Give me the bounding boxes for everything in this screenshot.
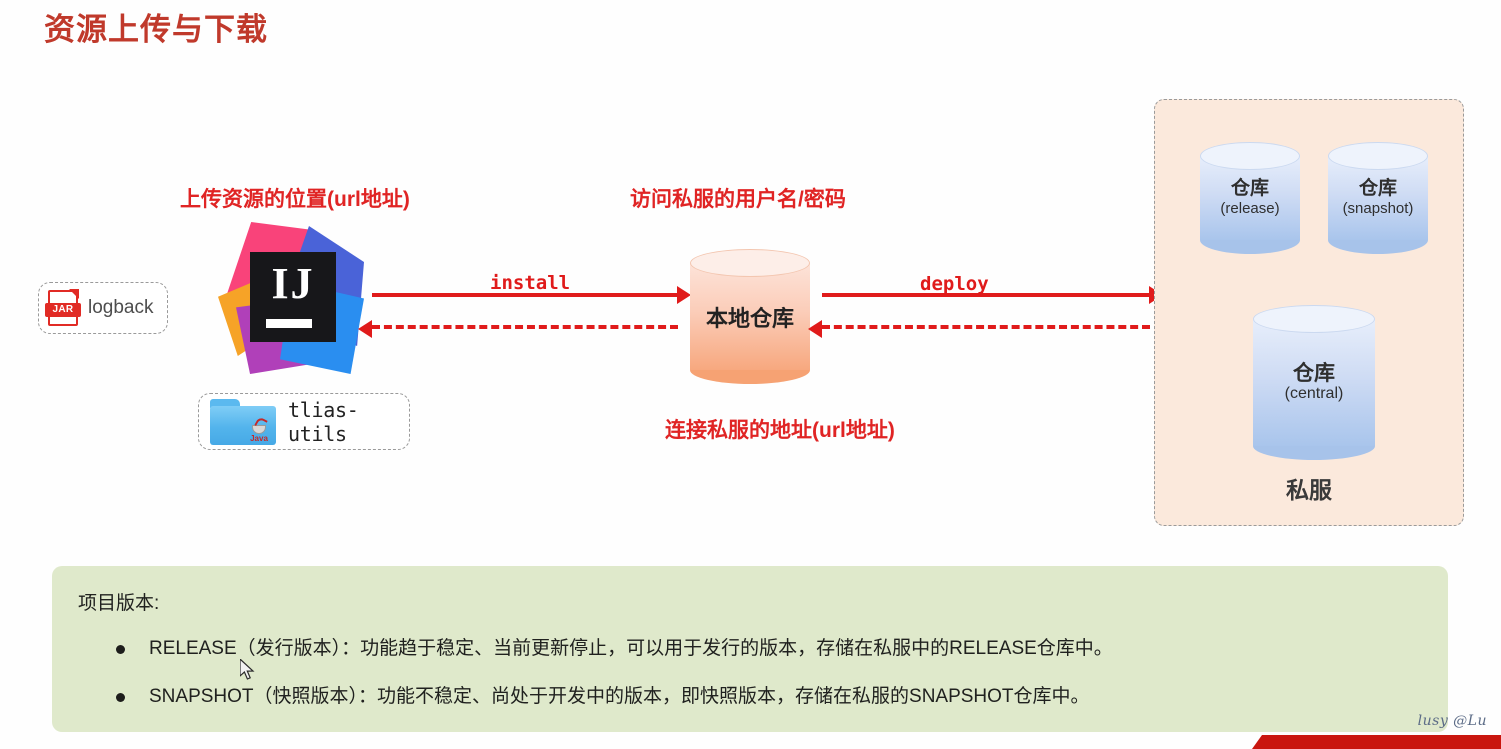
java-badge-label: Java xyxy=(250,433,268,443)
local-repository-cylinder: 本地仓库 xyxy=(690,249,810,384)
repo-central-kind: (central) xyxy=(1284,384,1344,402)
arrow-deploy xyxy=(822,286,1163,304)
jar-label: logback xyxy=(88,297,154,318)
artifact-tlias-utils[interactable]: Java tlias-utils xyxy=(198,393,410,450)
note-item-release: RELEASE（发行版本）：功能趋于稳定、当前更新停止，可以用于发行的版本，存储… xyxy=(78,637,1420,661)
java-folder-icon: Java xyxy=(210,398,276,445)
arrow-label-deploy: deploy xyxy=(920,273,989,295)
intellij-glyph: IJ xyxy=(271,259,315,308)
intellij-idea-logo: IJ xyxy=(218,222,364,374)
bottom-accent-bar xyxy=(1252,735,1501,749)
repo-release-name: 仓库 xyxy=(1230,178,1269,199)
folder-label: tlias-utils xyxy=(288,397,359,446)
jar-file-icon: JAR xyxy=(45,289,81,326)
arrow-install-return xyxy=(358,320,678,338)
jar-badge-label: JAR xyxy=(45,303,81,317)
java-badge-icon: Java xyxy=(246,413,272,443)
bullet-icon xyxy=(116,693,125,702)
repository-central-label: 仓库 (central) xyxy=(1253,361,1375,403)
watermark: lusy @Lu xyxy=(1417,713,1487,729)
arrow-label-install: install xyxy=(490,272,571,294)
repo-central-name: 仓库 xyxy=(1293,361,1335,385)
artifact-jar-logback[interactable]: JAR logback xyxy=(38,282,168,334)
note-box: 项目版本: RELEASE（发行版本）：功能趋于稳定、当前更新停止，可以用于发行… xyxy=(52,566,1448,732)
bullet-icon xyxy=(116,645,125,654)
annotation-private-connect-url: 连接私服的地址(url地址) xyxy=(665,419,895,442)
annotation-private-credentials: 访问私服的用户名/密码 xyxy=(630,188,846,211)
arrow-deploy-return xyxy=(808,320,1150,338)
intellij-underscore-icon xyxy=(266,319,312,328)
arrow-install xyxy=(372,286,691,304)
local-repository-label: 本地仓库 xyxy=(705,305,794,331)
repository-release-label: 仓库 (release) xyxy=(1200,178,1300,218)
repo-release-kind: (release) xyxy=(1220,200,1280,217)
mouse-cursor-icon xyxy=(240,659,255,680)
repo-snapshot-kind: (snapshot) xyxy=(1342,200,1414,217)
repository-snapshot-label: 仓库 (snapshot) xyxy=(1328,178,1428,218)
repository-snapshot-cylinder: 仓库 (snapshot) xyxy=(1328,142,1428,254)
note-item-text: SNAPSHOT（快照版本）：功能不稳定、尚处于开发中的版本，即快照版本，存储在… xyxy=(149,686,1090,707)
repo-snapshot-name: 仓库 xyxy=(1358,178,1397,199)
note-title: 项目版本: xyxy=(78,593,160,614)
repository-release-cylinder: 仓库 (release) xyxy=(1200,142,1300,254)
repository-central-cylinder: 仓库 (central) xyxy=(1253,305,1375,460)
note-item-snapshot: SNAPSHOT（快照版本）：功能不稳定、尚处于开发中的版本，即快照版本，存储在… xyxy=(78,685,1420,709)
private-server-label: 私服 xyxy=(1286,477,1332,503)
page-title: 资源上传与下载 xyxy=(44,12,268,47)
annotation-upload-location: 上传资源的位置(url地址) xyxy=(180,188,410,211)
note-item-text: RELEASE（发行版本）：功能趋于稳定、当前更新停止，可以用于发行的版本，存储… xyxy=(149,638,1113,659)
